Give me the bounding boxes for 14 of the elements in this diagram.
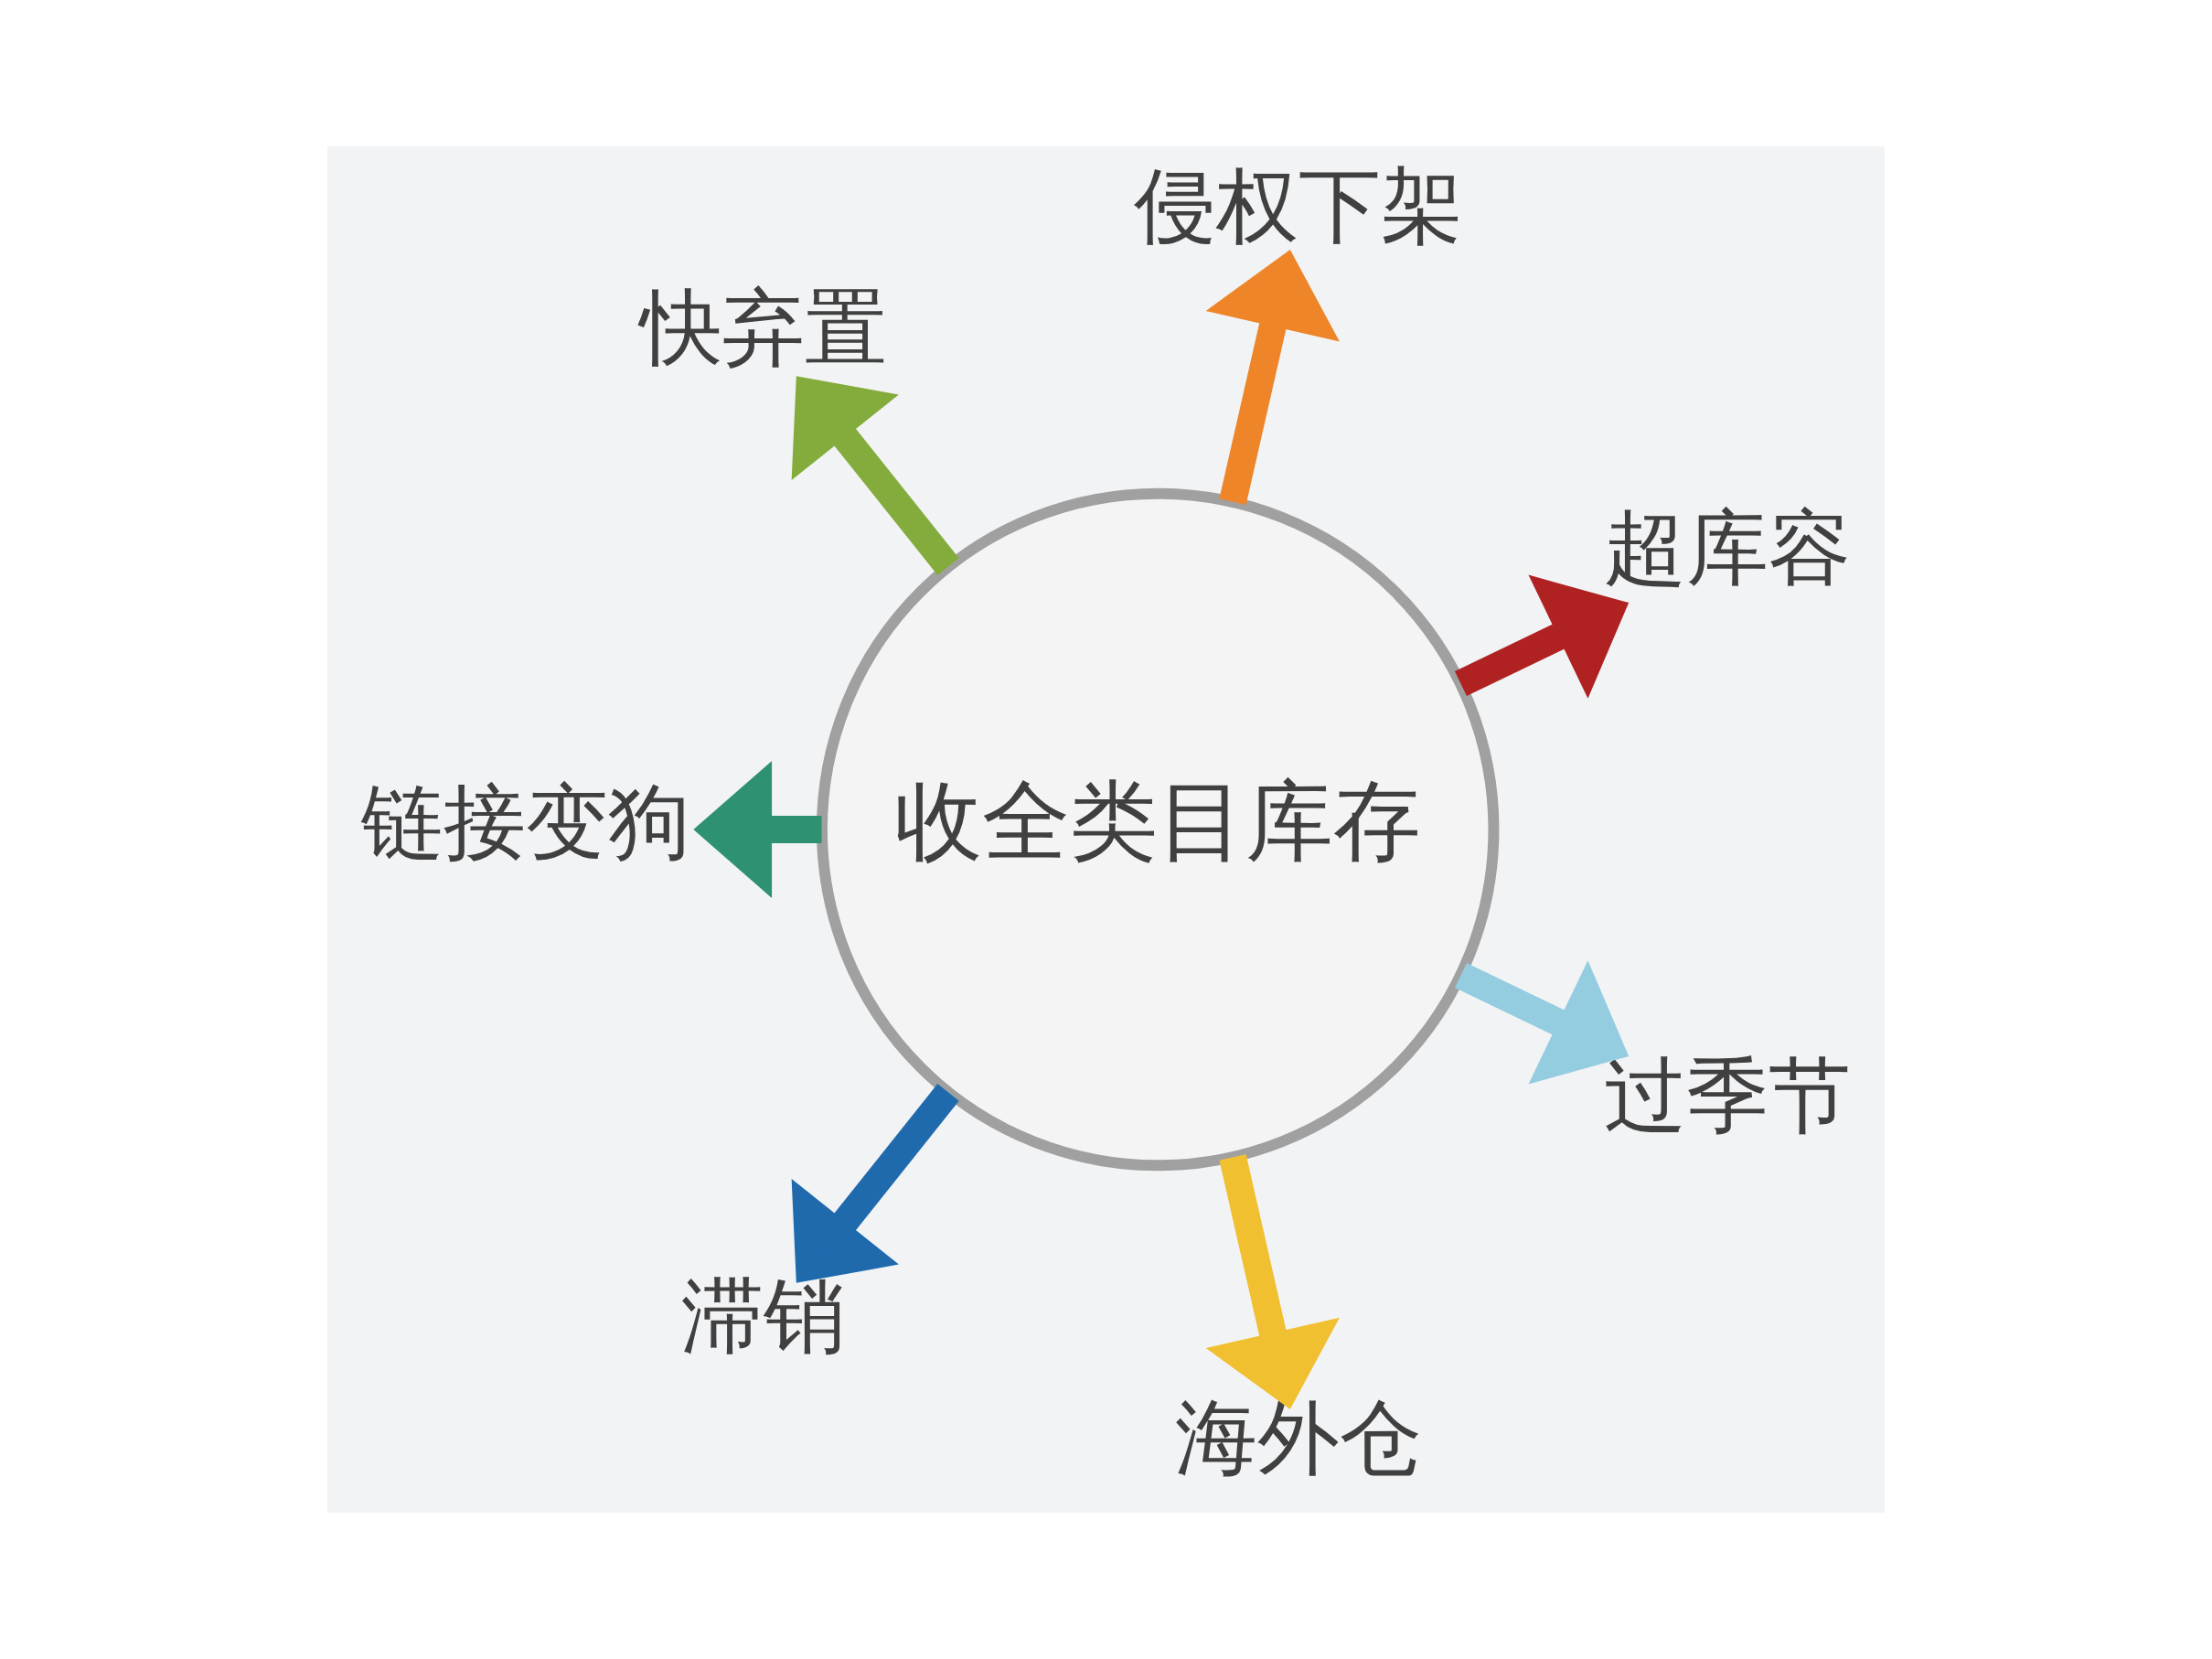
node-text: 侵权下架: [1133, 157, 1463, 253]
arrow: [1454, 960, 1630, 1085]
node-text: 海外仓: [1174, 1389, 1422, 1485]
arrow: [1205, 1154, 1340, 1409]
arrow: [791, 376, 959, 575]
arrow: [693, 761, 822, 899]
node-text: 滞销: [681, 1268, 847, 1364]
arrow: [1205, 250, 1340, 505]
node-circle: 收全类目库存: [816, 487, 1500, 1172]
node-text: 链接变狗: [361, 774, 691, 870]
arrow: [791, 1084, 959, 1283]
node-text: 超库容: [1603, 499, 1851, 595]
node-text: 过季节: [1603, 1048, 1851, 1144]
arrow: [1454, 574, 1630, 699]
